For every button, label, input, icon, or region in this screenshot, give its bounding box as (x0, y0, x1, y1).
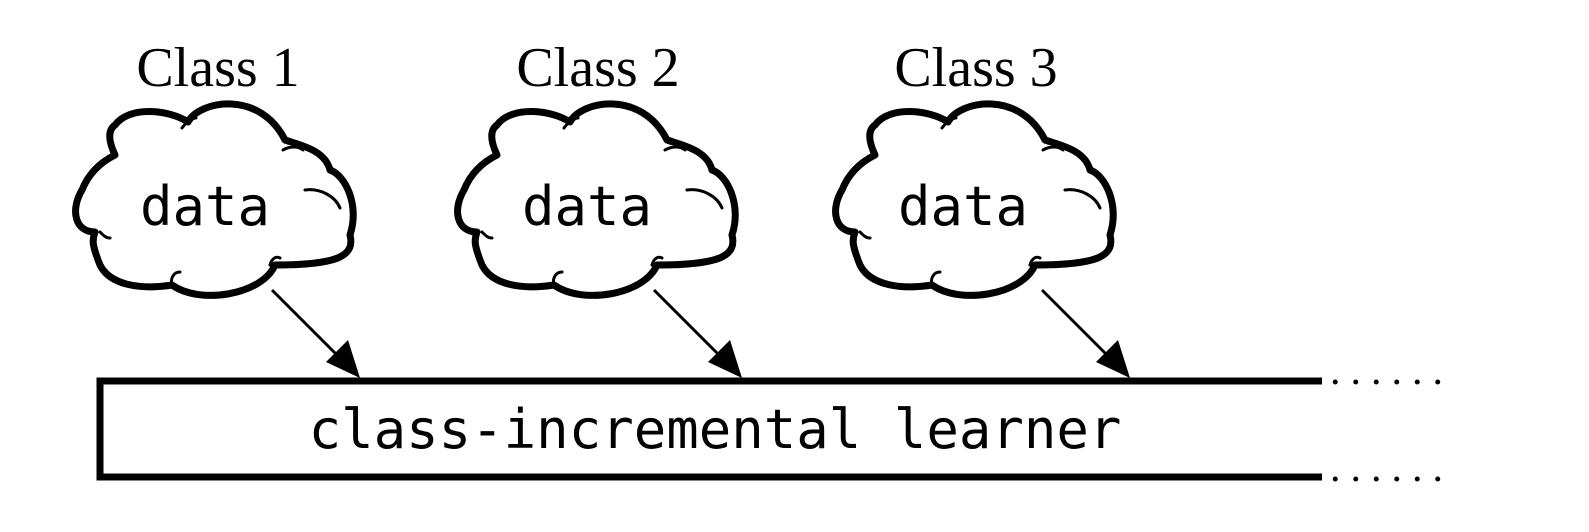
learner-box: class-incremental learner (96, 377, 1322, 481)
class-3-title: Class 3 (894, 37, 1057, 99)
class-2-title: Class 2 (516, 37, 679, 99)
class-group-3: Class 3 data (836, 37, 1130, 378)
class-group-2: Class 2 data (458, 37, 742, 378)
class-1-title: Class 1 (136, 37, 299, 99)
arrow-icon (1040, 288, 1130, 378)
class-1-data-label: data (140, 175, 270, 238)
continuation-dots-bottom: ...... (1330, 445, 1453, 491)
arrow-icon (652, 288, 742, 378)
arrow-icon (270, 288, 360, 378)
class-3-data-label: data (898, 175, 1028, 238)
learner-label: class-incremental learner (309, 398, 1122, 461)
class-group-1: Class 1 data (76, 37, 360, 378)
class-2-data-label: data (522, 175, 652, 238)
continuation-dots-top: ...... (1330, 348, 1453, 394)
